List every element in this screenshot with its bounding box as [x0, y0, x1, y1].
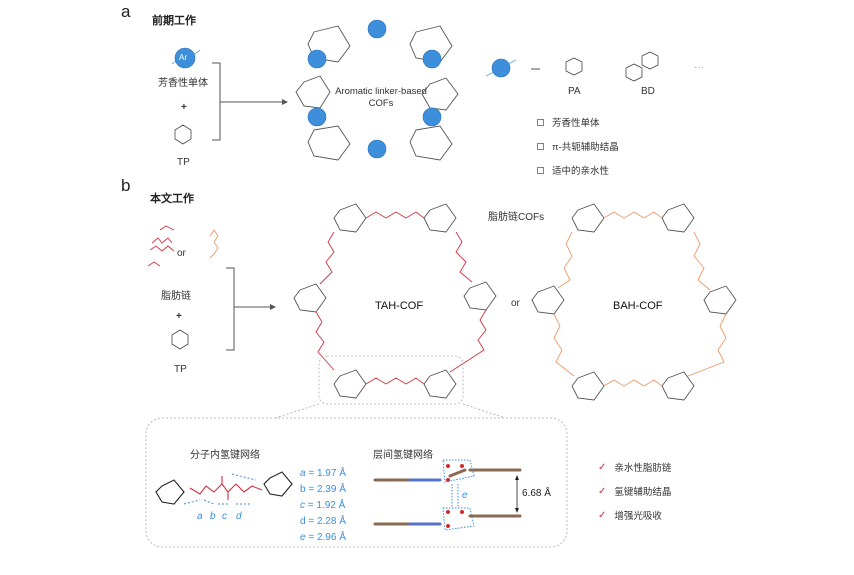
- bracket: [212, 62, 221, 141]
- distance-item: e = 2.96 Å: [300, 532, 346, 543]
- monomer-label: 芳香性单体: [158, 78, 208, 89]
- feature-item: ✓增强光吸收: [598, 509, 662, 523]
- pa-molecule-icon: [565, 57, 583, 76]
- ar-linker-icons: [307, 19, 442, 159]
- tp-label-b: TP: [174, 364, 187, 375]
- square-bullet-icon: [537, 166, 544, 174]
- check-icon: ✓: [598, 485, 607, 497]
- or-label-monomers: or: [177, 248, 186, 259]
- distance-item: b = 2.39 Å: [300, 484, 346, 495]
- feature-item: ✓氢键辅助结晶: [598, 485, 672, 499]
- zoom-region-outline: [318, 355, 464, 405]
- bond-letter-b: b: [210, 511, 216, 522]
- tp-b-molecule-icon: [171, 329, 189, 350]
- distance-list: a = 1.97 Å b = 2.39 Å c = 1.92 Å d = 2.2…: [300, 466, 346, 546]
- panel-a-letter: a: [121, 2, 131, 21]
- bracket-b: [226, 267, 235, 351]
- tp-label-a: TP: [177, 157, 190, 168]
- aromatic-cof-label-line1: Aromatic linker-based: [335, 86, 427, 97]
- panel-a-title: 前期工作: [152, 15, 196, 27]
- bah-cof-ring: [531, 203, 737, 401]
- feature-item: π-共轭辅助结晶: [537, 139, 619, 153]
- aromatic-cof-label: Aromatic linker-based COFs: [331, 86, 431, 110]
- arrow-b-head-icon: [270, 304, 276, 310]
- interlayer-structure: [373, 459, 522, 531]
- or-label-cofs: or: [511, 298, 520, 309]
- ar-label: Ar: [179, 53, 187, 62]
- ellipsis: ···: [694, 62, 704, 73]
- check-icon: ✓: [598, 509, 607, 521]
- interlayer-e-label: e: [462, 490, 468, 501]
- feature-item: 适中的亲水性: [537, 163, 619, 177]
- arrow-head-icon: [282, 99, 288, 105]
- bond-letter-c: c: [222, 511, 227, 522]
- bah-monomer-icon: [209, 229, 219, 259]
- panel-b-title: 本文工作: [150, 193, 194, 205]
- feature-item: 芳香性单体: [537, 115, 619, 129]
- intra-hbond-title: 分子内氢键网络: [190, 450, 260, 461]
- chain-label: 脂肪链: [161, 291, 191, 302]
- aliphatic-cofs-label: 脂肪链COFs: [488, 212, 545, 223]
- feature-item: ✓亲水性脂肪链: [598, 461, 672, 475]
- tp-molecule-icon: [174, 124, 192, 145]
- distance-item: d = 2.28 Å: [300, 516, 346, 527]
- bah-cof-label: BAH-COF: [613, 300, 663, 312]
- callout-line-left: [274, 403, 320, 419]
- tah-cof-ring: [293, 203, 497, 399]
- distance-item: c = 1.92 Å: [300, 500, 346, 511]
- interlayer-distance: 6.68 Å: [522, 488, 551, 499]
- callout-line-right: [462, 403, 506, 419]
- aromatic-cof-label-line2: COFs: [368, 98, 394, 109]
- distance-item: a = 1.97 Å: [300, 468, 346, 479]
- panel-b-features: ✓亲水性脂肪链 ✓氢键辅助结晶 ✓增强光吸收: [598, 460, 672, 523]
- inter-hbond-title: 层间氢键网络: [373, 450, 433, 461]
- plus-sign-b: +: [176, 311, 182, 322]
- bd-label: BD: [641, 86, 655, 97]
- panel-a-features: 芳香性单体 π-共轭辅助结晶 适中的亲水性: [537, 115, 619, 177]
- ar-example-icon: [485, 58, 517, 78]
- detail-box-outline: [145, 417, 568, 548]
- square-bullet-icon: [537, 118, 544, 126]
- square-bullet-icon: [537, 142, 544, 150]
- pa-label: PA: [568, 86, 581, 97]
- tah-cof-label: TAH-COF: [375, 300, 424, 312]
- intramolecular-structure: [155, 471, 293, 505]
- plus-sign-a: +: [181, 102, 187, 113]
- tah-monomer-icon: [147, 225, 175, 267]
- bond-letter-d: d: [236, 511, 242, 522]
- ar-monomer-icon: [171, 47, 201, 69]
- panel-b-letter: b: [121, 176, 131, 195]
- check-icon: ✓: [598, 461, 607, 473]
- bd-molecule-icon: [625, 51, 659, 82]
- bond-letter-a: a: [197, 511, 203, 522]
